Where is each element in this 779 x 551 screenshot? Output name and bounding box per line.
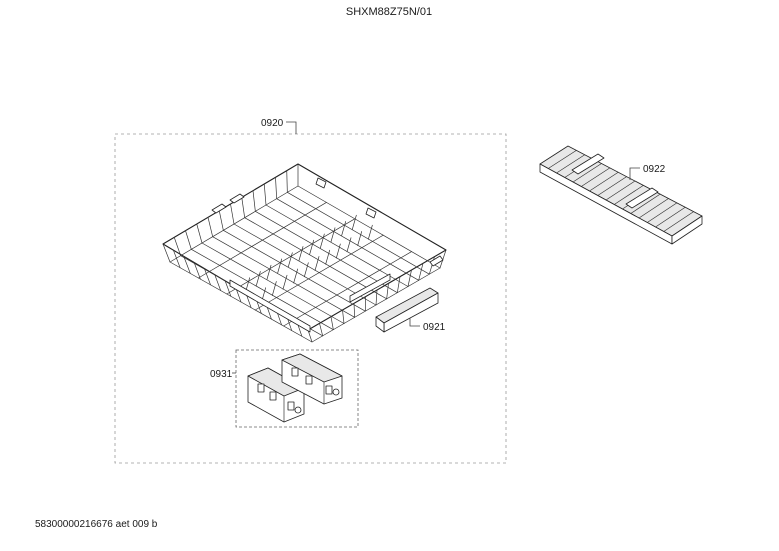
leader-0922	[629, 167, 640, 180]
cutlery-tray-part[interactable]	[539, 145, 703, 245]
callout-0922[interactable]: 0922	[629, 164, 666, 180]
part-number-0922: 0922	[643, 164, 666, 175]
rack-handle-part[interactable]	[375, 287, 439, 333]
callout-0921[interactable]: 0921	[409, 318, 446, 333]
part-number-0920: 0920	[261, 118, 284, 129]
part-number-0921: 0921	[423, 322, 446, 333]
rack-adjuster-right[interactable]	[281, 353, 343, 405]
model-title: SHXM88Z75N/01	[346, 6, 432, 18]
leader-0921	[409, 318, 420, 327]
adjuster-group-box	[235, 349, 359, 428]
document-code: 58300000216676 aet 009 b	[35, 519, 158, 530]
leader-0920	[286, 121, 297, 134]
part-number-0931: 0931	[210, 369, 233, 380]
callout-0920[interactable]: 0920	[261, 118, 297, 134]
upper-rack-basket[interactable]	[162, 163, 447, 343]
upper-rack-group-box	[114, 133, 507, 464]
callout-0931[interactable]: 0931	[210, 369, 236, 380]
